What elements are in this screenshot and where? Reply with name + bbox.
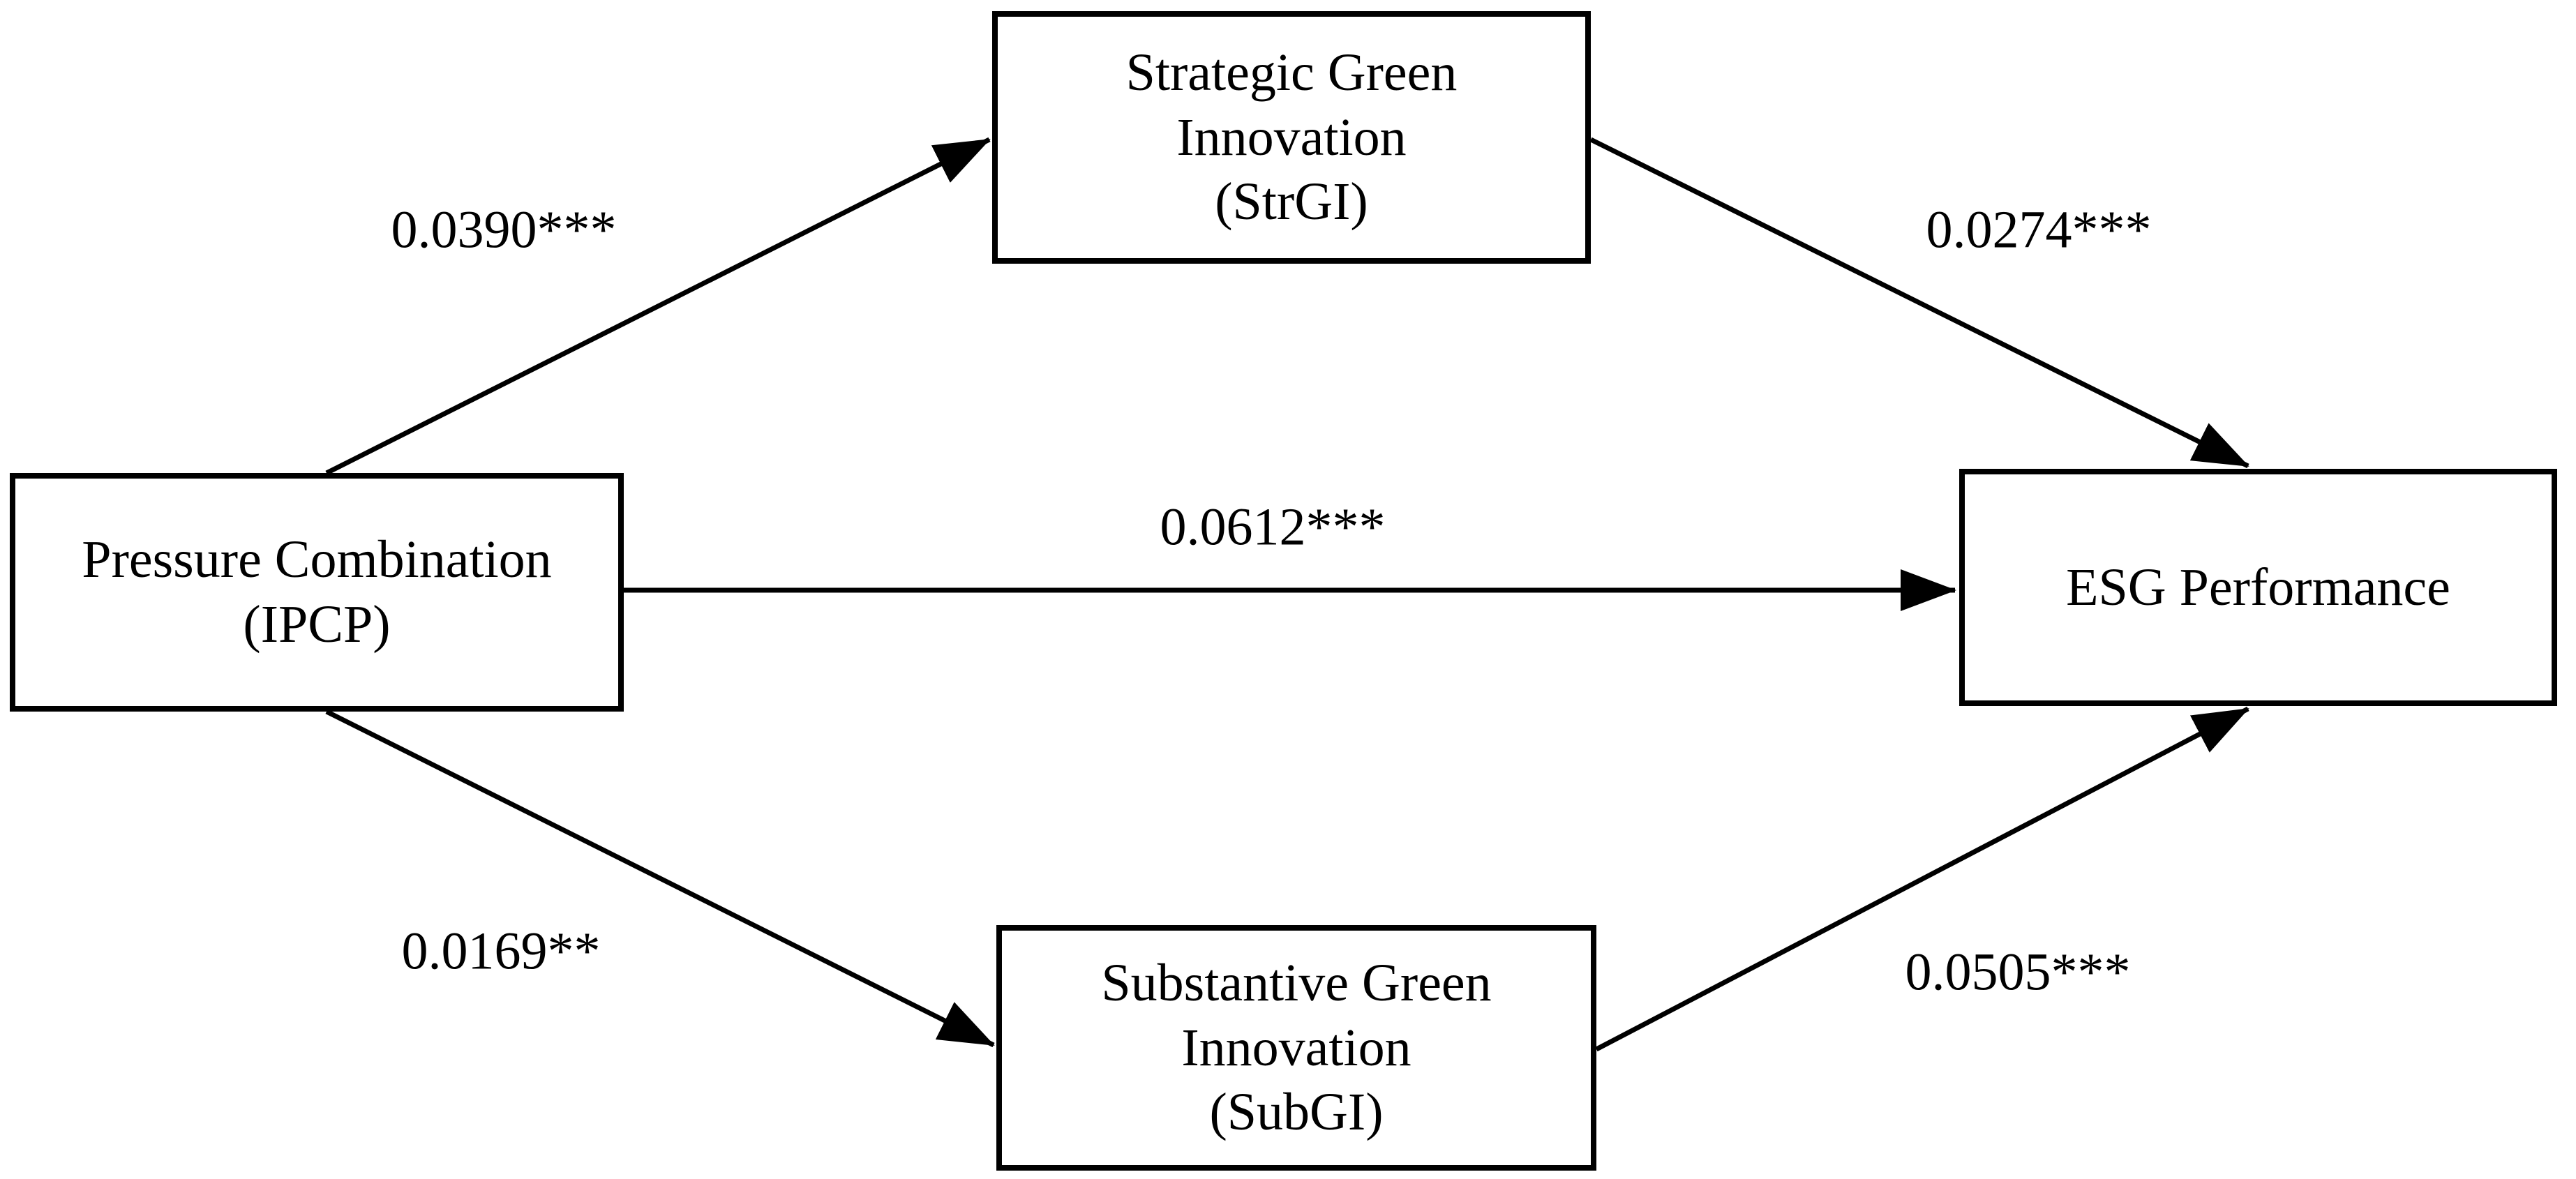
node-pressure-combination: Pressure Combination (IPCP): [10, 473, 624, 712]
node-label-line: Innovation: [1176, 107, 1407, 167]
node-label-line: ESG Performance: [2066, 557, 2450, 617]
node-esg-performance: ESG Performance: [1959, 469, 2557, 706]
arrow-subgi-to-esg: [1595, 706, 2249, 1052]
node-label-line: (IPCP): [243, 595, 391, 654]
node-label-line: Pressure Combination: [82, 530, 552, 590]
coefficient-subgi-esg: 0.0505***: [1905, 943, 2131, 1002]
node-label-line: (StrGI): [1215, 172, 1368, 232]
arrow-ipcp-to-strgi: [325, 137, 991, 476]
node-substantive-green-innovation: Substantive Green Innovation (SubGI): [996, 925, 1596, 1171]
coefficient-ipcp-strgi: 0.0390***: [391, 200, 617, 260]
node-label-line: Substantive Green: [1101, 953, 1492, 1012]
arrow-strgi-to-esg: [1589, 137, 2249, 469]
node-label-line: Innovation: [1181, 1018, 1411, 1077]
arrow-ipcp-to-subgi: [325, 709, 995, 1048]
coefficient-ipcp-subgi: 0.0169**: [401, 922, 601, 981]
node-label-line: Strategic Green: [1125, 43, 1458, 102]
coefficient-strgi-esg: 0.0274***: [1926, 200, 2152, 260]
coefficient-ipcp-esg: 0.0612***: [1160, 497, 1386, 557]
node-label-line: (SubGI): [1209, 1083, 1384, 1142]
node-strategic-green-innovation: Strategic Green Innovation (StrGI): [992, 11, 1591, 264]
